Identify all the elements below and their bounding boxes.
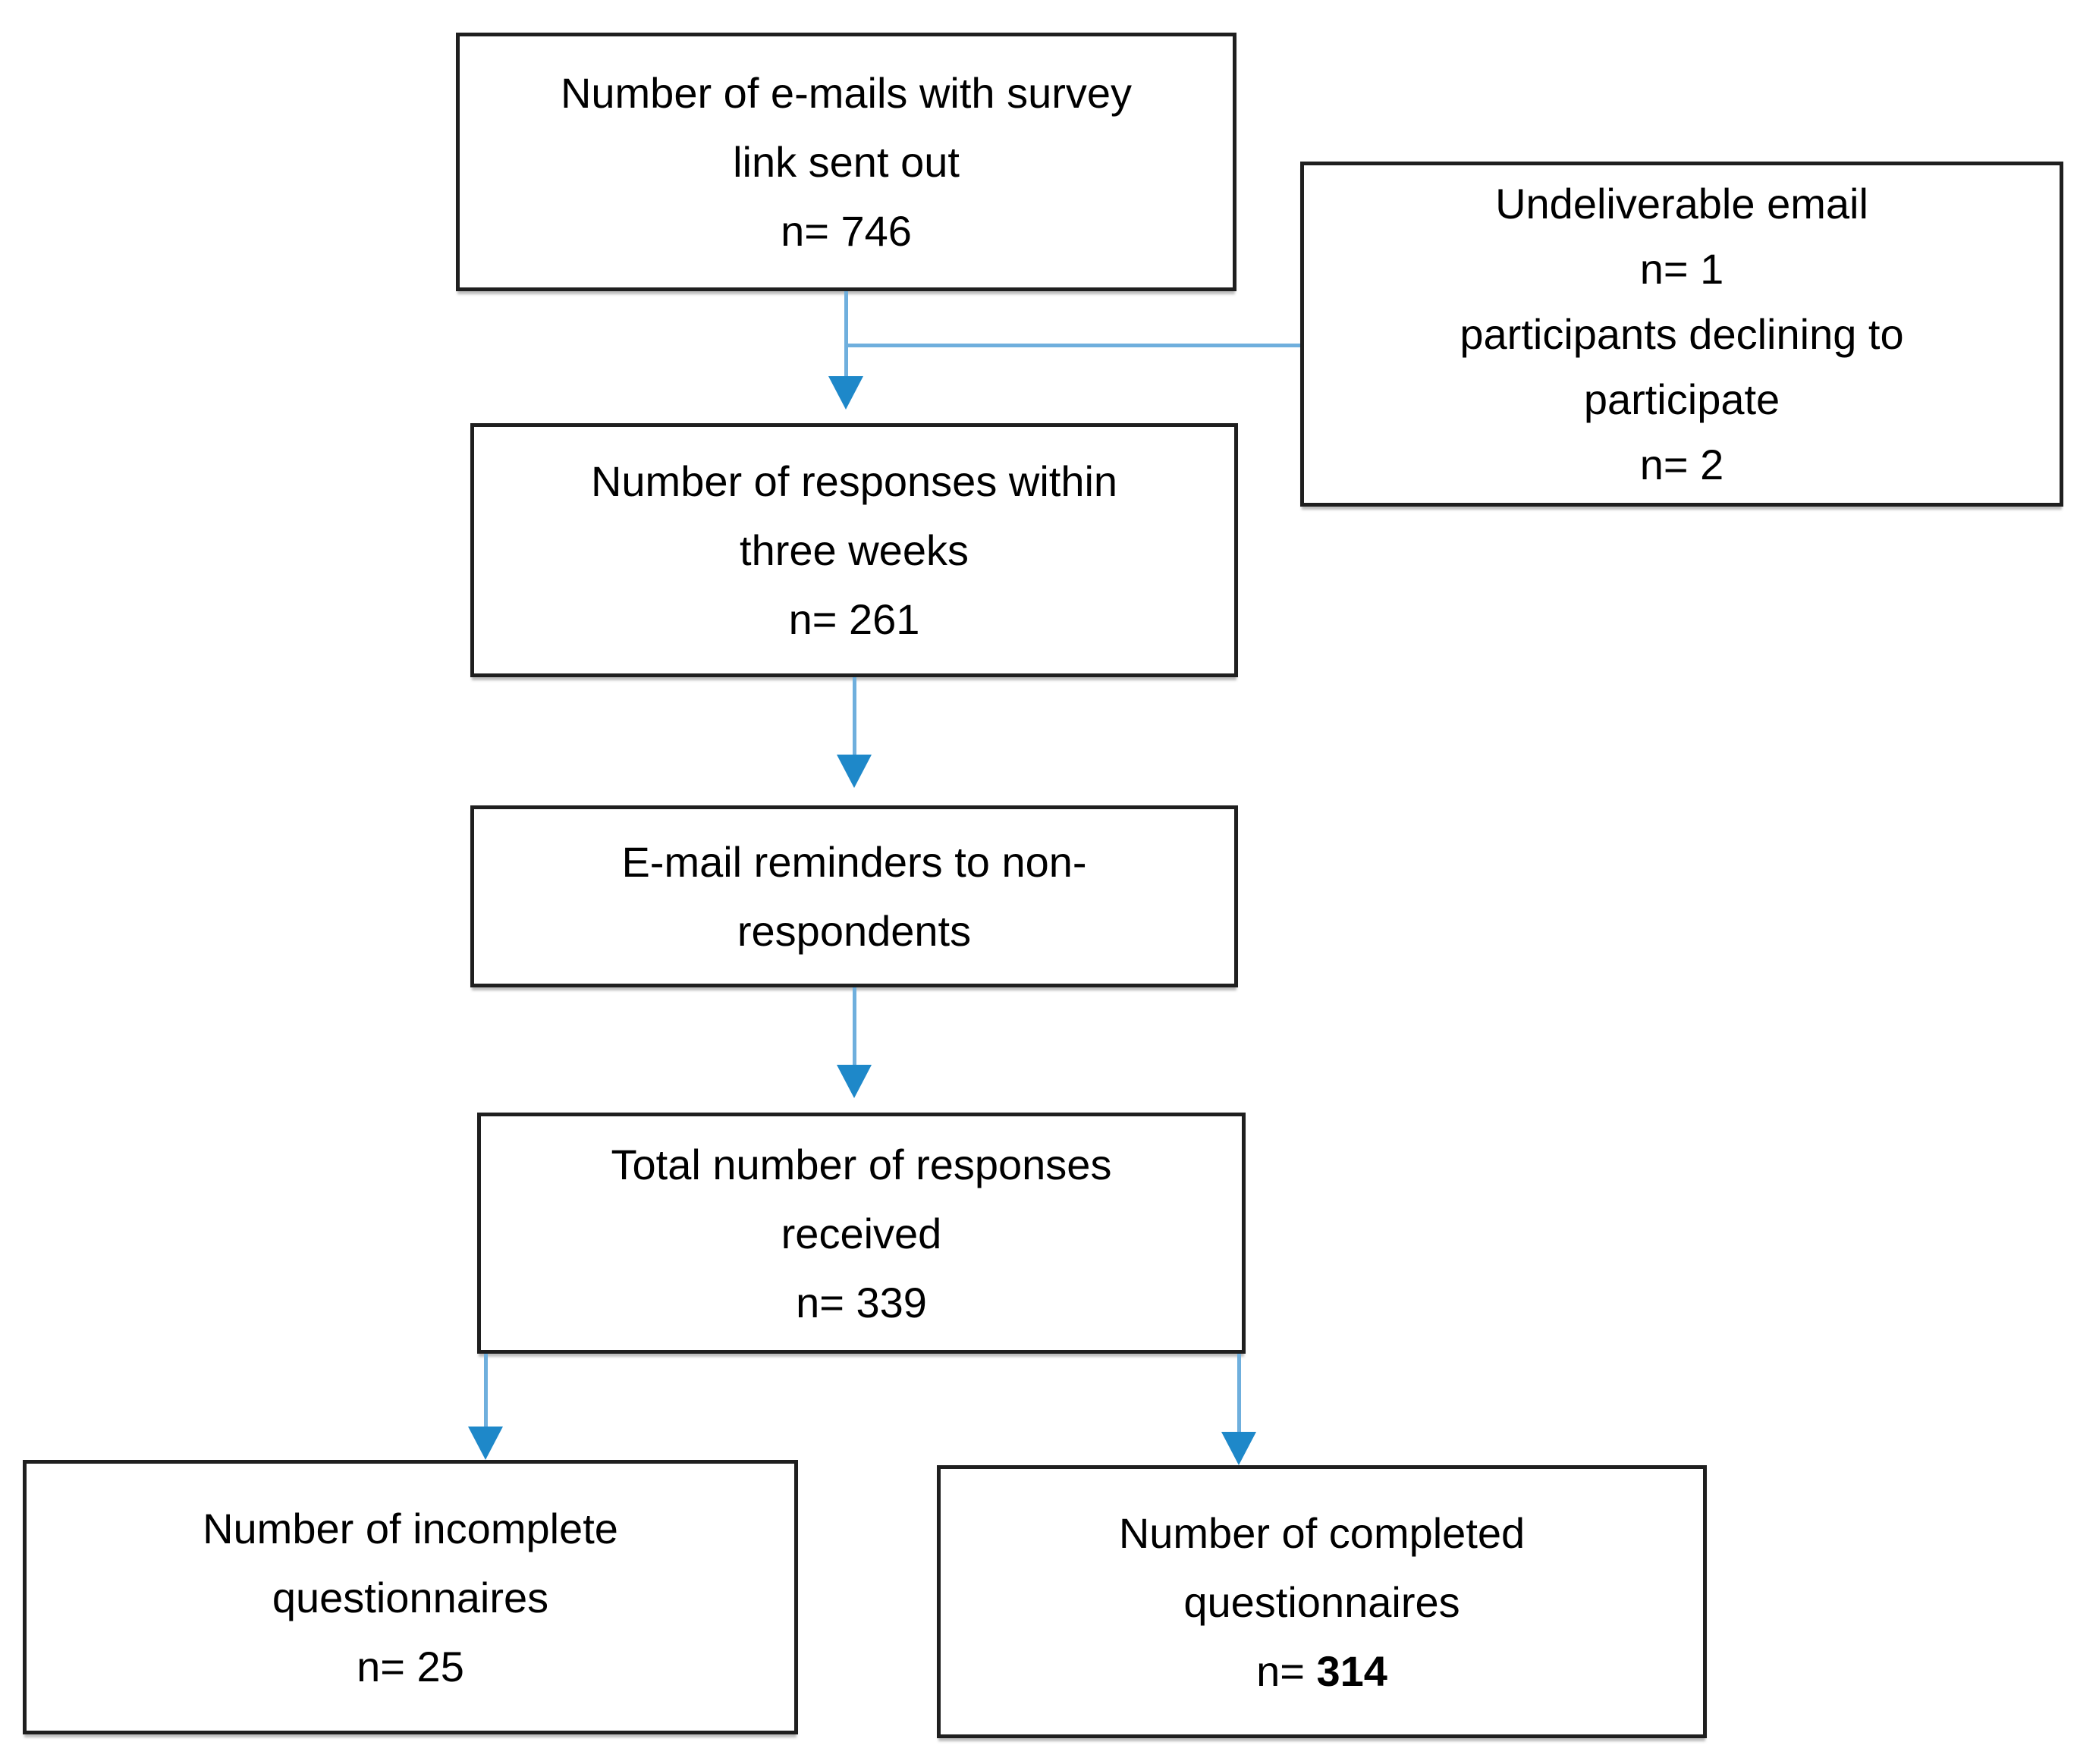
- box-responses-three-weeks: Number of responses within three weeks n…: [470, 423, 1238, 677]
- box-text-line: Total number of responses: [611, 1140, 1112, 1188]
- box-text-line: Number of completed: [1118, 1508, 1526, 1557]
- count-value-bold: 314: [1316, 1646, 1387, 1695]
- box-text-line: Undeliverable email: [1495, 179, 1868, 228]
- box-incomplete-questionnaires: Number of incomplete questionnaires n= 2…: [23, 1460, 798, 1734]
- arrow-responses-to-reminders-head: [837, 755, 872, 788]
- box-count-line: n= 25: [357, 1642, 464, 1690]
- arrow-responses-to-reminders-line: [853, 677, 856, 756]
- box-text-line: questionnaires: [272, 1573, 549, 1621]
- box-count-line: n= 746: [781, 207, 912, 255]
- connector-to-undeliverable-line: [846, 344, 1300, 347]
- box-completed-questionnaires: Number of completed questionnaires n= 31…: [937, 1465, 1707, 1738]
- arrow-total-to-completed-line: [1237, 1354, 1241, 1433]
- box-text-line: three weeks: [740, 526, 969, 574]
- arrow-total-to-incomplete-head: [468, 1427, 503, 1460]
- box-text-line: participants declining to: [1460, 309, 1904, 358]
- box-email-reminders: E-mail reminders to non- respondents: [470, 805, 1238, 987]
- box-total-responses: Total number of responses received n= 33…: [477, 1113, 1246, 1354]
- arrow-reminders-to-total-line: [853, 987, 856, 1066]
- arrow-reminders-to-total-head: [837, 1065, 872, 1098]
- box-text-line: received: [781, 1209, 942, 1257]
- box-count-line: n= 339: [796, 1278, 927, 1326]
- box-text-line: questionnaires: [1183, 1577, 1460, 1626]
- count-prefix: n=: [1256, 1646, 1317, 1695]
- arrow-total-to-completed-head: [1221, 1432, 1256, 1465]
- box-undeliverable-email: Undeliverable email n= 1 participants de…: [1300, 162, 2063, 507]
- box-text-line: Number of responses within: [590, 457, 1118, 505]
- box-count-line: n= 1: [1639, 244, 1724, 293]
- box-text-line: participate: [1583, 375, 1780, 423]
- box-emails-sent: Number of e-mails with survey link sent …: [456, 33, 1236, 291]
- box-text-line: link sent out: [733, 138, 960, 186]
- box-text-line: Number of incomplete: [203, 1504, 618, 1552]
- arrow-emails-to-responses-head: [828, 376, 863, 410]
- arrow-total-to-incomplete-line: [484, 1354, 488, 1428]
- box-text-line: respondents: [737, 907, 972, 955]
- box-count-line: n= 2: [1639, 440, 1724, 488]
- box-text-line: E-mail reminders to non-: [621, 838, 1087, 886]
- box-count-line: n= 314: [941, 1637, 1703, 1706]
- arrow-emails-to-responses-line: [844, 291, 848, 378]
- box-text-line: Number of e-mails with survey: [560, 69, 1133, 117]
- box-count-line: n= 261: [788, 595, 920, 643]
